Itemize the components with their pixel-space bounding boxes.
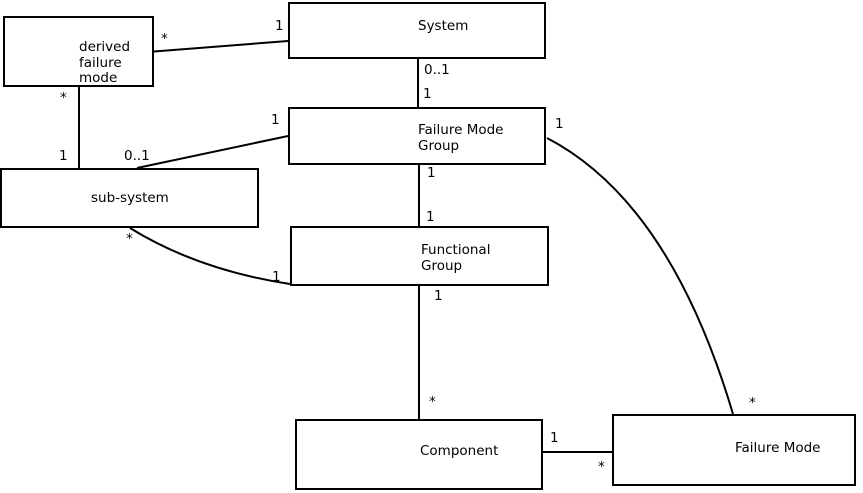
multiplicity-functional-group-component-one: 1 xyxy=(434,288,443,304)
entity-box-system xyxy=(288,2,546,59)
connector-failure-mode-group-failure-mode xyxy=(546,137,734,415)
entity-label-system: System xyxy=(418,18,469,34)
entity-label-sub-system: sub-system xyxy=(91,190,169,206)
entity-box-functional-group xyxy=(290,226,549,286)
multiplicity-failure-mode-group-functional-group-one-top: 1 xyxy=(427,165,436,181)
multiplicity-sub-system-failure-mode-group-one: 1 xyxy=(271,112,280,128)
connector-derived-failure-mode-system xyxy=(153,40,289,53)
entity-label-failure-mode: Failure Mode xyxy=(735,440,821,456)
multiplicity-failure-mode-group-failure-mode-star: * xyxy=(749,395,756,411)
entity-box-derived-failure-mode xyxy=(3,16,154,87)
multiplicity-sub-system-functional-group-one: 1 xyxy=(272,269,281,285)
entity-box-failure-mode-group xyxy=(288,107,546,165)
multiplicity-component-failure-mode-one: 1 xyxy=(550,430,559,446)
multiplicity-sub-system-derived-failure-mode-one: 1 xyxy=(59,148,68,164)
entity-box-failure-mode xyxy=(612,414,856,486)
multiplicity-failure-mode-group-failure-mode-one: 1 xyxy=(555,116,564,132)
connector-sub-system-functional-group xyxy=(129,227,291,285)
entity-label-functional-group: Functional Group xyxy=(421,242,491,274)
multiplicity-derived-failure-mode-system-star: * xyxy=(161,31,168,47)
multiplicity-failure-mode-group-functional-group-one-bottom: 1 xyxy=(426,209,435,225)
entity-box-component xyxy=(295,419,543,490)
entity-box-sub-system xyxy=(0,168,259,228)
multiplicity-system-failure-mode-group-zero-one: 0..1 xyxy=(424,62,450,78)
multiplicity-sub-system-functional-group-star: * xyxy=(126,231,133,247)
multiplicity-component-failure-mode-star: * xyxy=(598,459,605,475)
entity-label-failure-mode-group: Failure Mode Group xyxy=(418,122,504,154)
entity-label-derived-failure-mode: derived failure mode xyxy=(79,39,131,86)
entity-label-component: Component xyxy=(420,443,499,459)
multiplicity-sub-system-derived-failure-mode-star: * xyxy=(60,90,67,106)
multiplicity-sub-system-failure-mode-group-zero-one: 0..1 xyxy=(124,148,150,164)
multiplicity-system-failure-mode-group-one: 1 xyxy=(423,86,432,102)
connector-sub-system-failure-mode-group xyxy=(136,135,289,169)
multiplicity-derived-failure-mode-system-one: 1 xyxy=(275,18,284,34)
multiplicity-functional-group-component-star: * xyxy=(429,394,436,410)
